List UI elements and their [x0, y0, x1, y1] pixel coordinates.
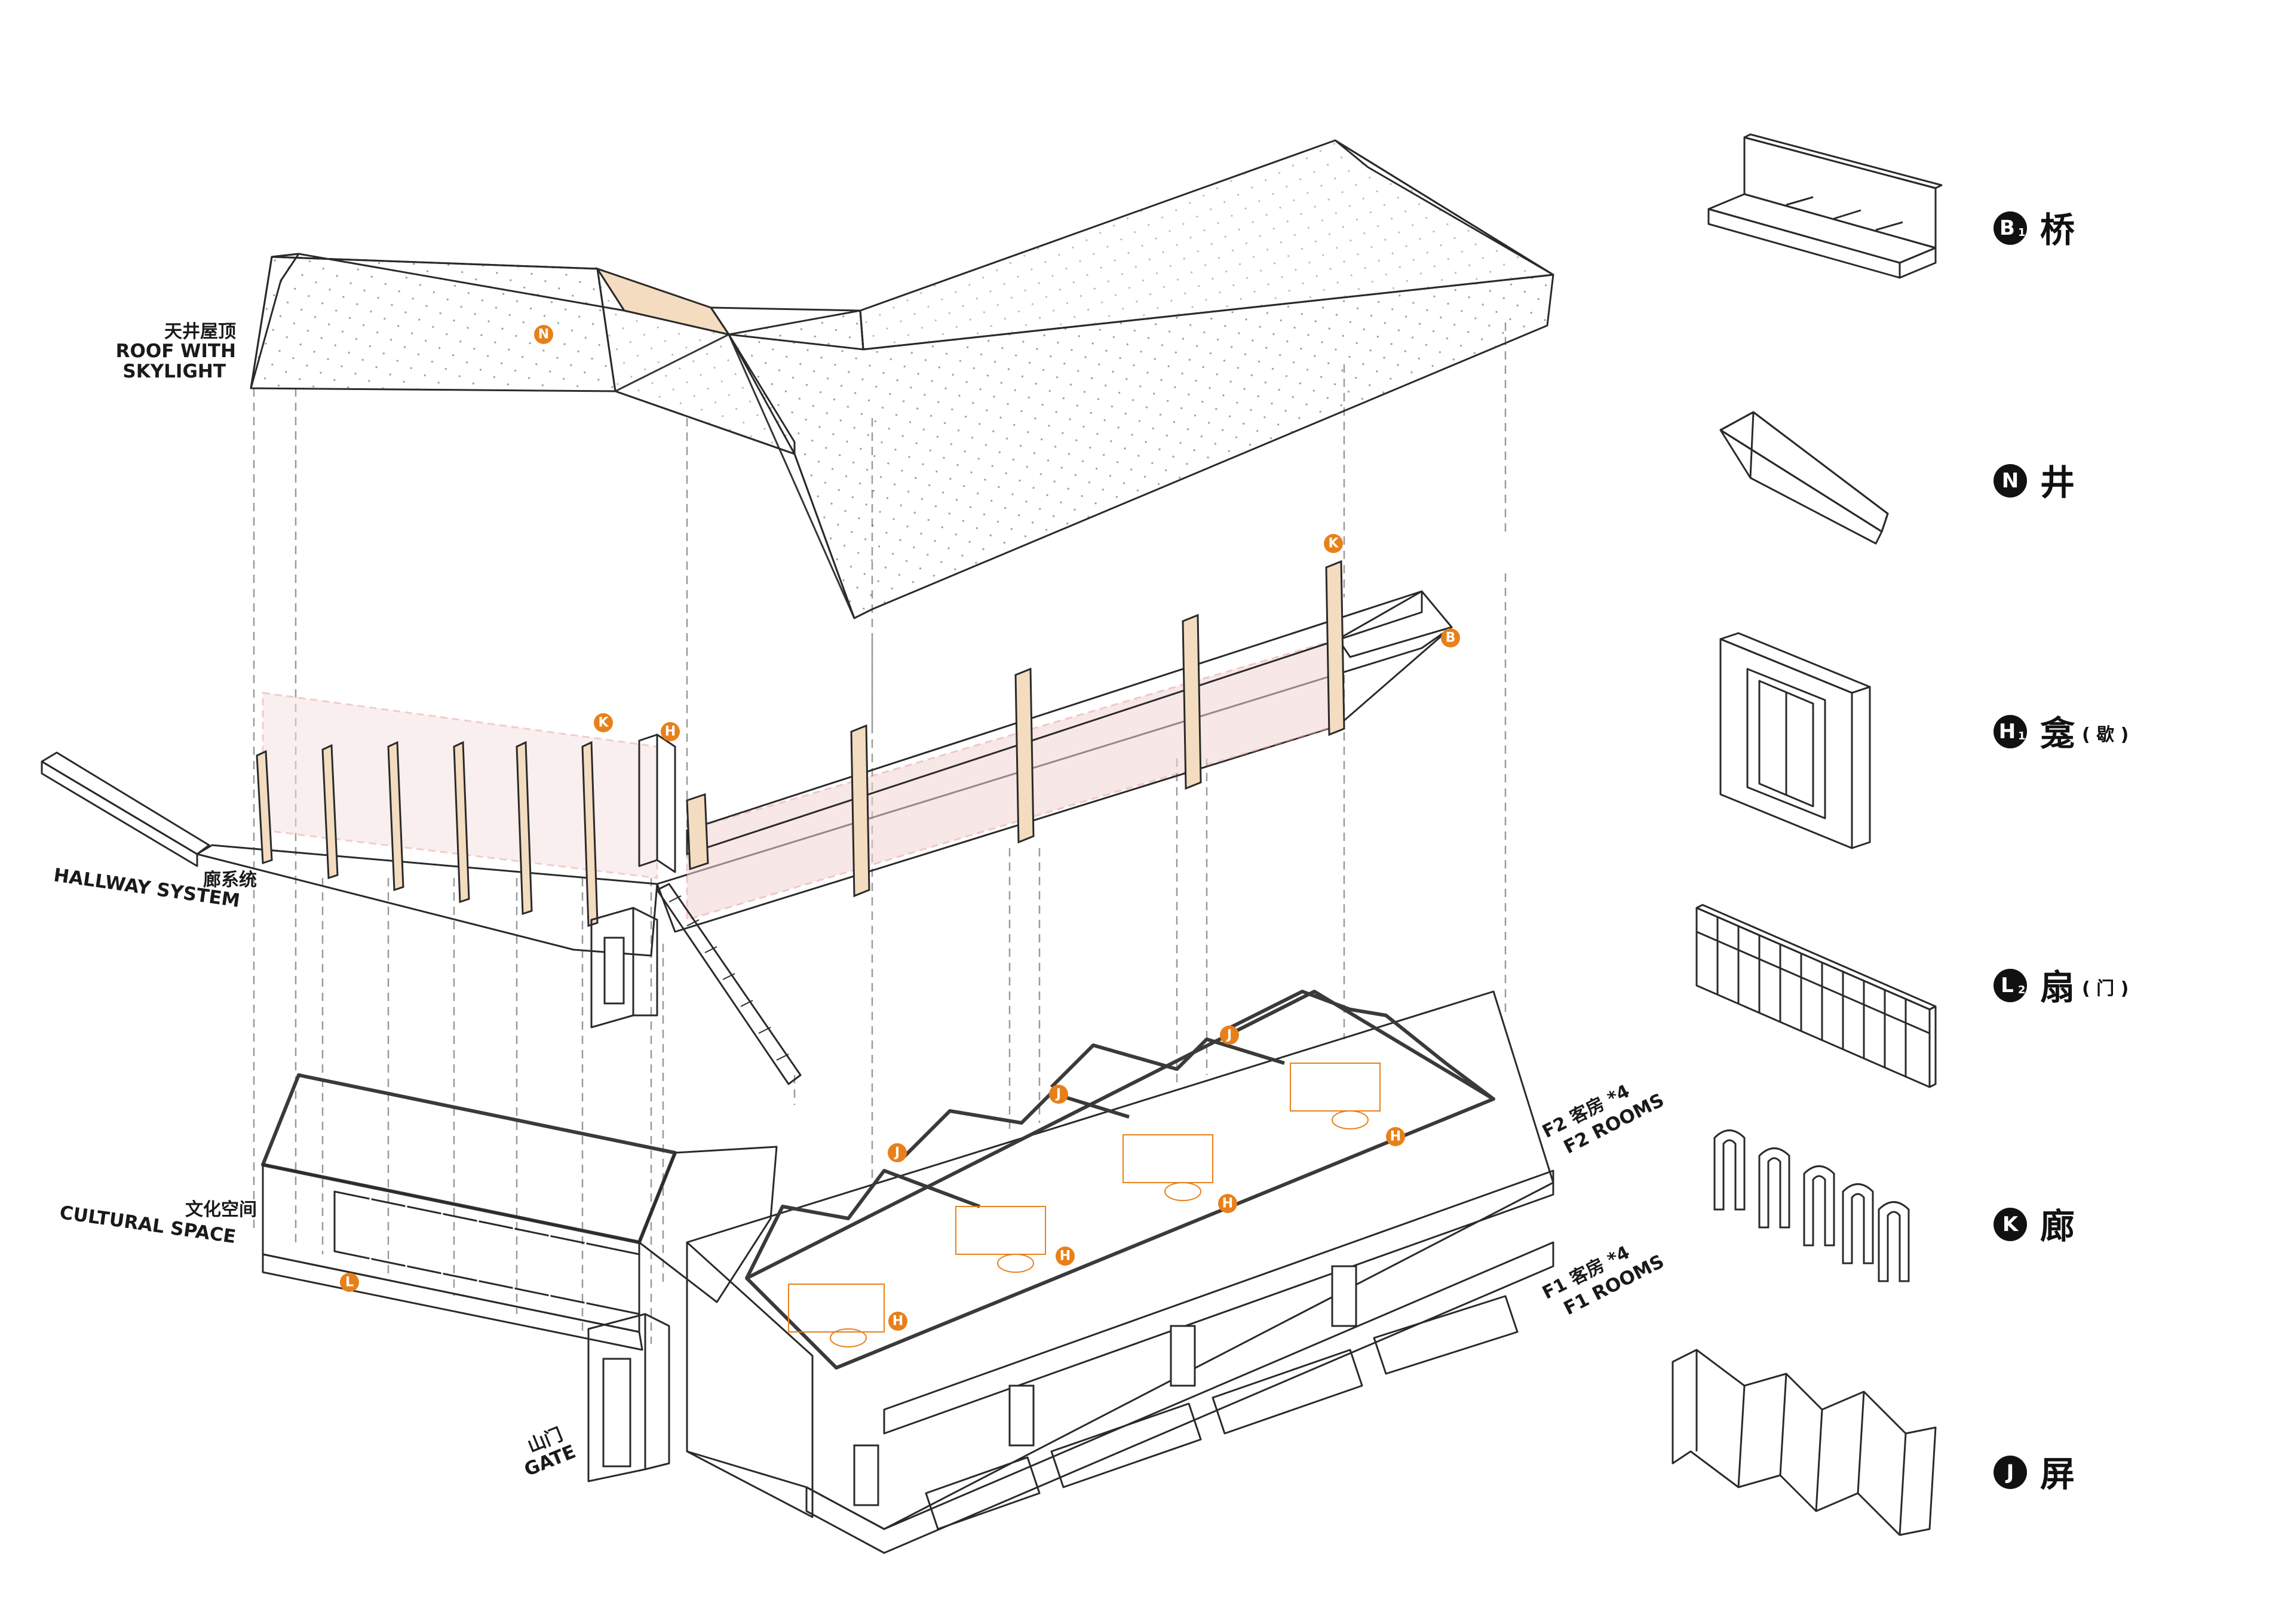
svg-text:J: J — [1055, 1087, 1061, 1102]
svg-text:J: J — [2005, 1460, 2014, 1484]
svg-text:H: H — [1222, 1196, 1233, 1211]
legend-name-screen: 屏 — [2040, 1454, 2075, 1494]
legend-item-bridge: B 1 桥 — [1707, 133, 2075, 279]
cultural-space-layer — [261, 1073, 778, 1351]
tag-b: B — [1441, 628, 1460, 647]
gate-layer — [587, 1313, 670, 1482]
legend-item-door: L 2 扇 ( 门 ) — [1695, 904, 2129, 1088]
skylight-well-icon — [1719, 411, 1889, 545]
tag-k-roof: K — [1324, 534, 1343, 553]
svg-text:H: H — [1999, 720, 2016, 744]
tag-n: N — [534, 325, 553, 344]
hallway-label-cn: 廊系统 — [203, 870, 257, 891]
component-tags: N K B K H L J J J H H H H — [340, 325, 1460, 1331]
svg-text:B: B — [1446, 631, 1456, 646]
window-niche-icon — [1719, 632, 1871, 849]
svg-text:1: 1 — [2018, 730, 2026, 742]
svg-text:H: H — [665, 724, 676, 739]
tag-l: L — [340, 1273, 359, 1292]
svg-text:1: 1 — [2018, 226, 2026, 239]
tag-h-2: H — [1056, 1247, 1075, 1266]
svg-text:N: N — [2002, 469, 2019, 493]
svg-text:J: J — [1226, 1028, 1232, 1043]
legend: B 1 桥 N 井 — [1672, 133, 2129, 1536]
legend-name-well: 井 — [2040, 462, 2075, 503]
legend-name-corridor: 廊 — [2040, 1206, 2075, 1247]
svg-text:N: N — [538, 327, 549, 342]
roof-label-cn: 天井屋顶 — [164, 321, 236, 342]
layer-labels: 天井屋顶 ROOF WITH SKYLIGHT 廊系统 HALLWAY SYST… — [52, 321, 1667, 1481]
corridor-frames-icon — [1713, 1129, 1910, 1282]
tag-j-2: J — [1049, 1085, 1068, 1104]
folding-door-icon — [1695, 904, 1937, 1088]
svg-text:2: 2 — [2018, 984, 2026, 996]
tag-h-3: H — [1218, 1194, 1237, 1213]
svg-text:H: H — [1390, 1129, 1401, 1144]
legend-note-door: ( 门 ) — [2082, 978, 2129, 999]
svg-text:L: L — [2001, 974, 2014, 997]
svg-text:K: K — [2002, 1212, 2019, 1236]
hallway-layer — [41, 560, 1453, 1085]
bridge-icon — [1707, 133, 1943, 279]
svg-text:H: H — [893, 1314, 903, 1329]
roof-label-en-2: SKYLIGHT — [122, 361, 226, 382]
tag-h-4: H — [1386, 1127, 1405, 1146]
legend-name-bridge: 桥 — [2040, 210, 2075, 250]
tag-j-3: J — [1220, 1026, 1239, 1045]
tag-h-1: H — [888, 1312, 907, 1331]
tag-h: H — [661, 722, 680, 741]
rooms-layer — [686, 990, 1554, 1554]
legend-name-niche: 龛 — [2040, 713, 2075, 754]
legend-note-niche: ( 歇 ) — [2082, 724, 2129, 745]
roof-label-en-1: ROOF WITH — [116, 340, 236, 362]
tag-k: K — [594, 713, 613, 732]
projection-lines — [253, 323, 1507, 1344]
tag-j-1: J — [888, 1143, 907, 1162]
legend-item-corridor: K 廊 — [1713, 1129, 2075, 1282]
legend-item-well: N 井 — [1719, 411, 2075, 545]
svg-text:B: B — [1999, 216, 2015, 240]
svg-text:K: K — [598, 716, 609, 730]
svg-text:K: K — [1328, 536, 1339, 551]
roof-layer — [250, 139, 1554, 619]
svg-text:H: H — [1060, 1249, 1071, 1264]
legend-item-screen: J 屏 — [1672, 1349, 2075, 1536]
cultural-label-cn: 文化空间 — [185, 1199, 257, 1220]
folding-screen-icon — [1672, 1349, 1937, 1536]
legend-name-door: 扇 — [2040, 967, 2075, 1008]
legend-item-niche: H 1 龛 ( 歇 ) — [1719, 632, 2129, 849]
svg-text:L: L — [345, 1275, 354, 1290]
svg-text:J: J — [894, 1146, 900, 1161]
